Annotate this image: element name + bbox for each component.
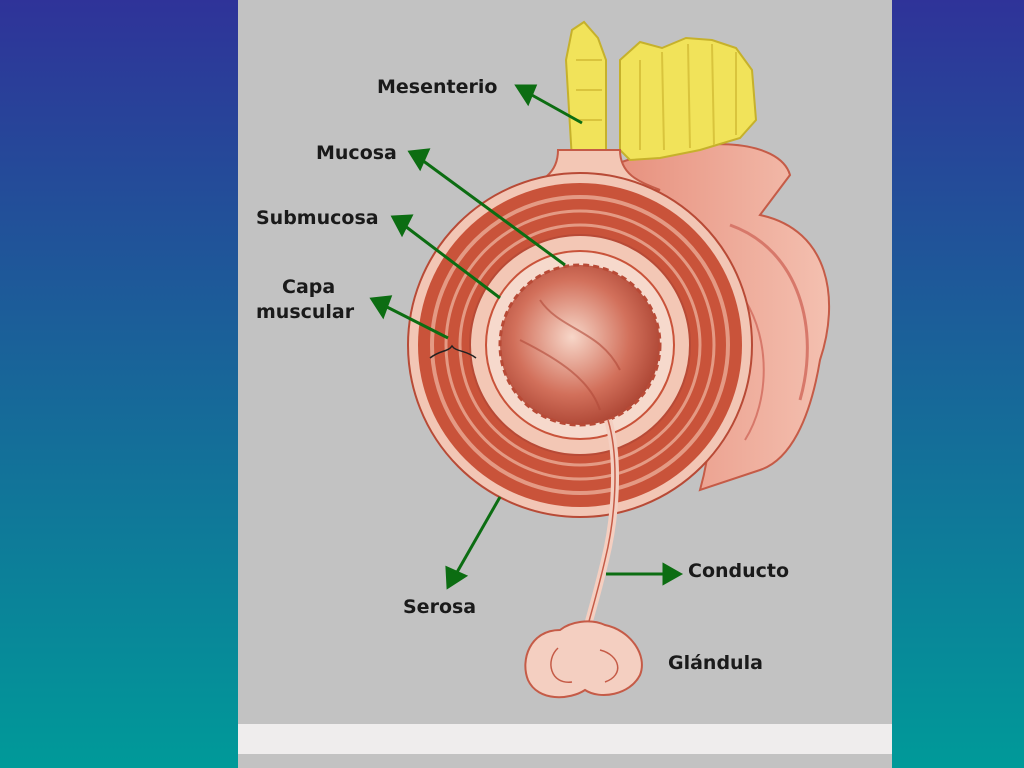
arrow-capa-muscular [384, 304, 449, 340]
arrows [369, 84, 684, 590]
label-submucosa: Submucosa [256, 207, 379, 229]
capa-muscular-bracket [429, 344, 477, 359]
arrow-mesenterio [529, 92, 583, 125]
arrow-serosa [454, 496, 502, 575]
label-mucosa: Mucosa [316, 142, 397, 164]
panel-bottom-strip [238, 724, 892, 754]
arrow-mucosa [421, 158, 566, 267]
intestine-cross-section [407, 172, 753, 518]
label-conducto: Conducto [688, 560, 790, 582]
label-serosa: Serosa [403, 596, 477, 618]
lumen [498, 263, 662, 427]
label-muscular: muscular [256, 301, 355, 323]
duct [584, 418, 620, 627]
label-mesenterio: Mesenterio [377, 76, 498, 98]
arrow-submucosa [404, 224, 501, 300]
label-glandula: Glándula [668, 652, 763, 674]
label-capa: Capa [282, 276, 336, 298]
gland [524, 620, 643, 699]
mesentery-fat [564, 20, 758, 162]
